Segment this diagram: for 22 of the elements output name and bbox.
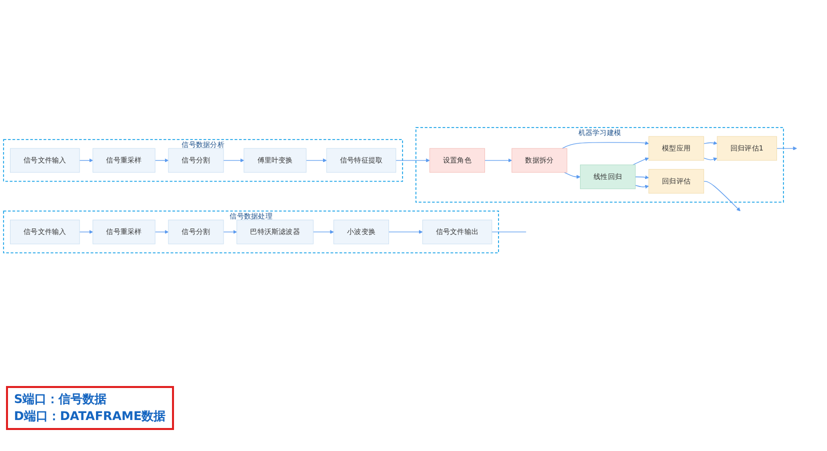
- arrow: [306, 158, 327, 162]
- arrow: [154, 158, 169, 162]
- arrow: [79, 230, 94, 234]
- arrow: [154, 230, 169, 234]
- arrow: [396, 158, 430, 162]
- arrow: [564, 172, 580, 179]
- arrow: [388, 230, 423, 234]
- port-note: D端口：DATAFRAME数据: [14, 408, 166, 425]
- arrow: [776, 146, 797, 150]
- port-note: S端口：信号数据: [14, 391, 108, 408]
- arrow: [223, 230, 238, 234]
- arrow: [484, 158, 512, 162]
- arrow: [703, 157, 718, 162]
- arrow: [223, 158, 244, 162]
- arrow: [635, 184, 649, 188]
- arrow: [635, 175, 649, 180]
- arrow: [703, 180, 740, 212]
- arrow: [79, 158, 94, 162]
- arrow: [562, 140, 649, 149]
- arrow: [312, 230, 334, 234]
- arrow: [632, 157, 649, 165]
- arrow: [703, 140, 718, 145]
